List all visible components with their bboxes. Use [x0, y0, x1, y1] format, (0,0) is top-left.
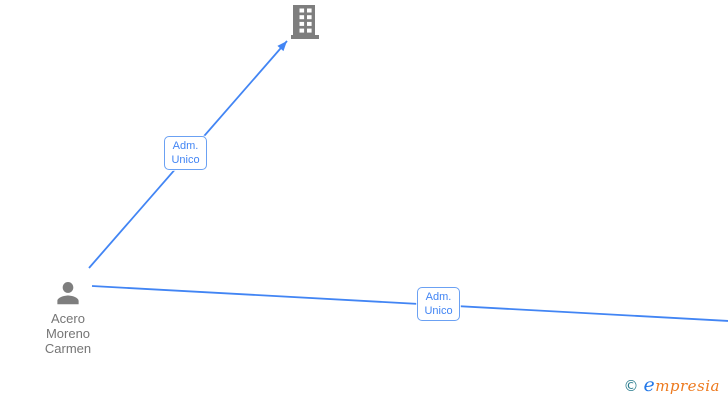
edge-label-adm-unico-1: Adm. Unico — [164, 136, 207, 170]
person-name-line: Moreno — [45, 326, 91, 341]
empresia-logo[interactable]: © empresia — [623, 374, 720, 396]
edge-label-line: Unico — [171, 154, 200, 166]
person-name-line: Acero — [51, 311, 85, 326]
person-name-line: Carmen — [44, 341, 92, 356]
edge-2 — [91, 285, 728, 322]
copyright-icon: © — [623, 377, 639, 395]
edge-label-adm-unico-2: Adm. Unico — [417, 287, 460, 321]
edge-label-line: Adm. — [425, 291, 452, 303]
edge-label-line: Unico — [424, 305, 453, 317]
person-name: Acero Moreno Carmen — [45, 311, 91, 356]
person-icon — [53, 277, 83, 308]
empresia-wordmark: empresia — [643, 374, 720, 396]
node-person[interactable]: Acero Moreno Carmen — [28, 277, 108, 356]
building-icon — [291, 5, 319, 39]
node-company[interactable] — [291, 5, 319, 39]
edge-label-line: Adm. — [172, 140, 199, 152]
